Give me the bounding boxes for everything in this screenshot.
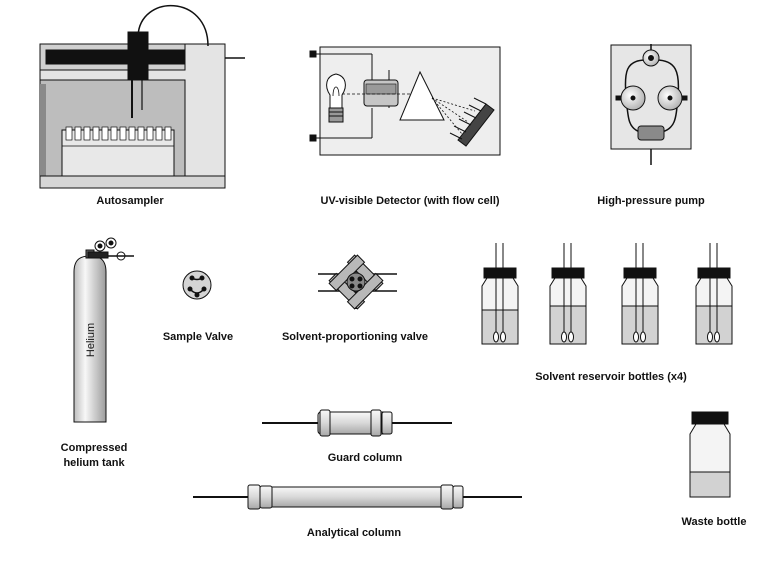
waste-bottle <box>689 411 731 498</box>
label-helium-tank-line2: helium tank <box>63 457 125 469</box>
compressed-helium-tank <box>73 237 134 423</box>
label-solvent-reservoir-bottles: Solvent reservoir bottles (x4) <box>535 371 687 383</box>
tank-text: Helium <box>85 323 97 357</box>
label-sample-valve: Sample Valve <box>162 331 234 343</box>
label-uv-visible-detector: UV-visible Detector (with flow cell) <box>320 195 500 207</box>
analytical-column <box>193 484 522 510</box>
solvent-reservoir-bottles <box>481 243 733 345</box>
label-solvent-proportioning-valve: Solvent-proportioning valve <box>281 331 429 343</box>
pump-head-right <box>657 85 688 111</box>
label-helium-tank-line1: Compressed <box>60 442 128 454</box>
label-waste-bottle: Waste bottle <box>681 516 747 528</box>
reservoir-bottle <box>481 243 519 345</box>
uv-visible-detector <box>309 46 501 156</box>
flow-cell <box>363 79 399 107</box>
label-analytical-column: Analytical column <box>306 527 402 539</box>
label-autosampler: Autosampler <box>96 195 164 207</box>
label-helium-tank: Compressed helium tank <box>44 441 144 471</box>
high-pressure-pump <box>610 44 692 165</box>
autosampler <box>39 4 245 189</box>
reservoir-bottle <box>549 243 587 345</box>
lamp-icon <box>326 73 346 123</box>
sample-valve <box>182 270 212 300</box>
grating-icon <box>449 97 495 147</box>
reservoir-bottle <box>621 243 659 345</box>
pump-head-left <box>615 85 646 111</box>
vial-row <box>65 126 172 141</box>
solvent-proportioning-valve <box>318 254 397 310</box>
reservoir-bottle <box>695 243 733 345</box>
label-high-pressure-pump: High-pressure pump <box>597 195 705 207</box>
check-valve-icon <box>642 44 660 67</box>
guard-column <box>262 409 452 437</box>
label-guard-column: Guard column <box>327 452 403 464</box>
prism-icon <box>399 70 445 121</box>
